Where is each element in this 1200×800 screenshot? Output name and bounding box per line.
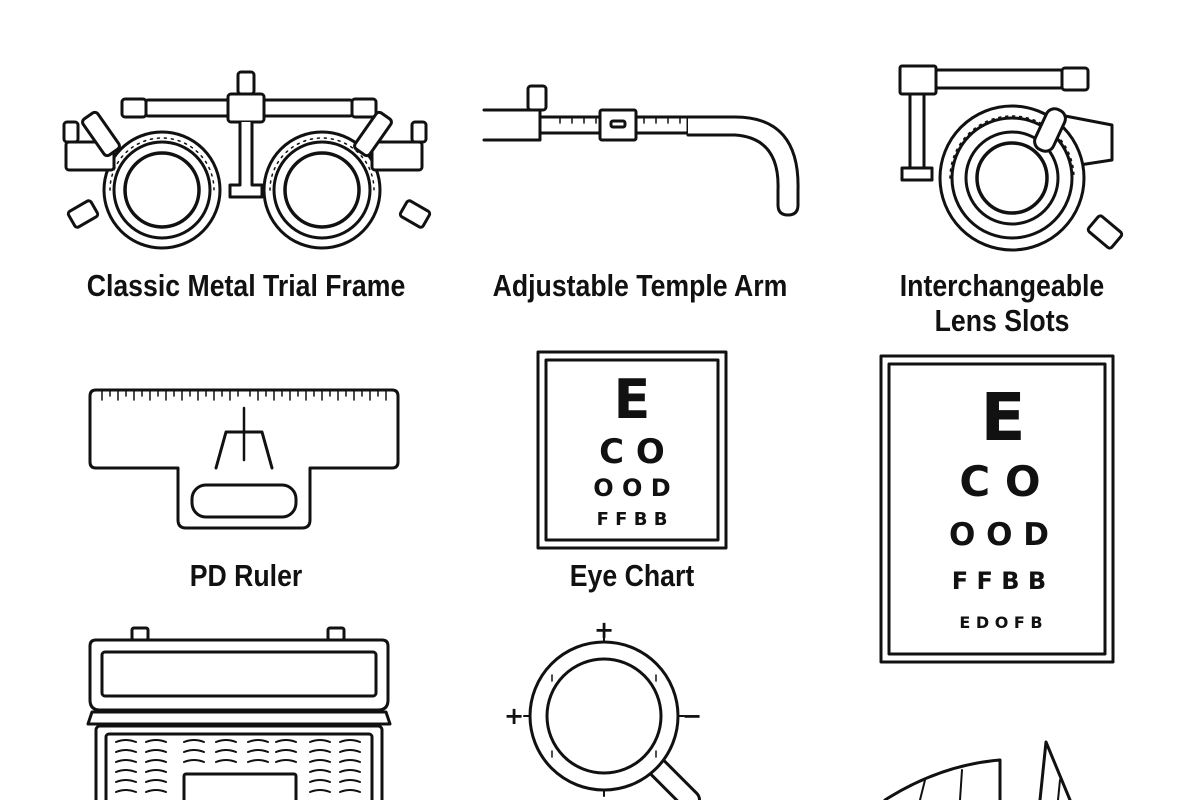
lens-diagram-icon	[883, 740, 1072, 800]
label-trial-frame: Classic Metal Trial Frame	[86, 268, 406, 303]
large-chart-letters: E C O O O D F F B B E D O F B	[949, 379, 1049, 632]
magnifier-plus-top: +	[594, 616, 614, 644]
magnifier-signs: + + −	[504, 616, 702, 730]
large-chart-row-3: O O D	[949, 517, 1049, 553]
large-chart-row-1: E	[980, 379, 1025, 456]
label-pd-ruler: PD Ruler	[189, 558, 303, 593]
large-chart-row-5: E D O F B	[959, 613, 1042, 632]
small-chart-row-1: E	[614, 368, 651, 431]
small-chart-row-3: O O D	[593, 474, 670, 502]
large-eye-chart-icon	[879, 354, 1115, 664]
magnifier-plus-left: +	[504, 702, 524, 730]
magnifier-minus-right: −	[682, 702, 702, 730]
large-chart-row-2: C O	[959, 457, 1040, 506]
small-chart-letters: E C O O O D F F B B	[593, 368, 670, 530]
eye-chart-icon	[536, 350, 728, 550]
temple-arm-icon	[482, 84, 800, 217]
pd-ruler-icon	[88, 388, 400, 530]
trial-frame-icon	[62, 70, 432, 250]
large-chart-row-4: F F B B	[952, 567, 1046, 595]
small-chart-row-2: C O	[599, 432, 665, 472]
magnifier-icon	[523, 635, 701, 800]
lens-slot-icon	[898, 64, 1124, 252]
label-eye-chart: Eye Chart	[569, 558, 695, 593]
label-lens-slots-line2: Lens Slots	[934, 303, 1070, 338]
lens-case-icon	[86, 626, 392, 800]
label-lens-slots-line1: Interchangeable	[899, 268, 1105, 303]
label-temple-arm: Adjustable Temple Arm	[492, 268, 788, 303]
small-chart-row-4: F F B B	[597, 509, 668, 530]
